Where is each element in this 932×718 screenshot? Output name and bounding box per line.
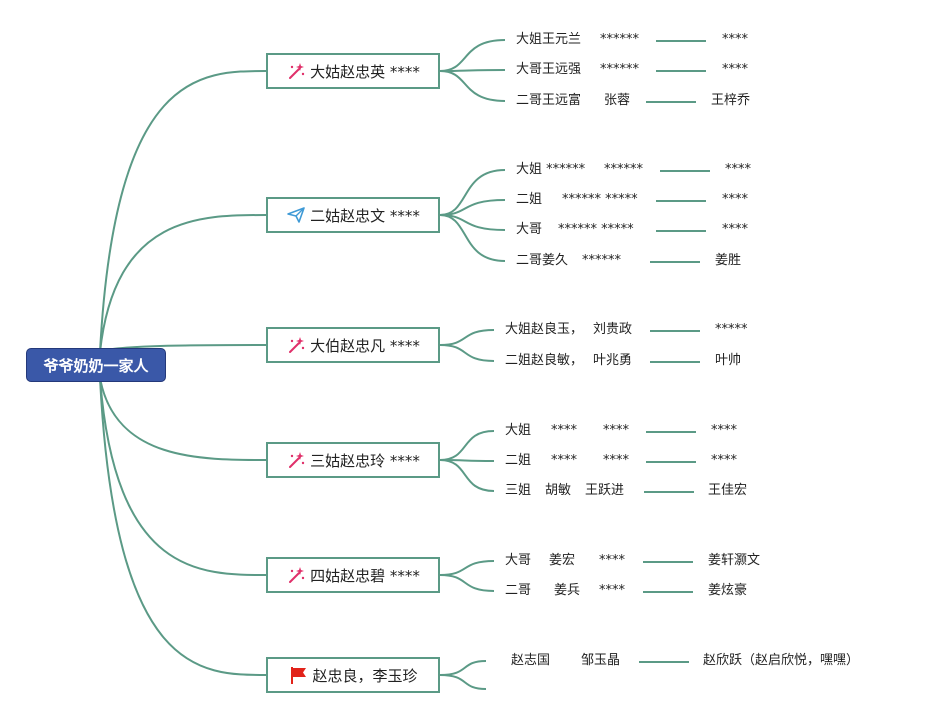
branch-label: 二姑赵忠文 ****	[310, 206, 420, 225]
branch-connector	[439, 344, 495, 362]
branch-connector	[439, 329, 495, 346]
red-flag-icon	[288, 665, 308, 685]
branch-label: 三姑赵忠玲 ****	[310, 451, 420, 470]
branch-connector	[439, 560, 495, 576]
magic-wand-icon	[286, 61, 306, 81]
branch-node-1[interactable]: 大姑赵忠英 ****	[266, 53, 440, 89]
root-connector	[99, 214, 267, 353]
root-connector	[99, 377, 267, 576]
paper-plane-icon	[286, 205, 306, 225]
branch-connector	[439, 459, 495, 492]
branch-node-4[interactable]: 三姑赵忠玲 ****	[266, 442, 440, 478]
branch-connector	[439, 214, 506, 262]
root-connector	[99, 377, 267, 676]
branch-connector	[439, 70, 506, 102]
branch-connector	[439, 574, 495, 592]
magic-wand-icon	[286, 450, 306, 470]
branch-connector	[439, 430, 495, 461]
root-connector	[99, 377, 267, 461]
branch-label: 大姑赵忠英 ****	[310, 62, 420, 81]
root-connector	[99, 70, 267, 353]
branch-node-3[interactable]: 大伯赵忠凡 ****	[266, 327, 440, 363]
branch-connector	[439, 69, 506, 72]
branch-connector	[439, 660, 487, 676]
branch-node-6[interactable]: 赵忠良，李玉珍	[266, 657, 440, 693]
magic-wand-icon	[286, 335, 306, 355]
branch-connector	[439, 169, 506, 216]
branch-connector	[439, 674, 487, 690]
branch-label: 赵忠良，李玉珍	[312, 666, 418, 685]
magic-wand-icon	[286, 565, 306, 585]
branch-node-2[interactable]: 二姑赵忠文 ****	[266, 197, 440, 233]
root-label: 爷爷奶奶一家人	[43, 356, 149, 375]
branch-connector	[439, 39, 506, 72]
root-node[interactable]: 爷爷奶奶一家人	[26, 348, 166, 382]
branch-label: 大伯赵忠凡 ****	[310, 336, 420, 355]
branch-label: 四姑赵忠碧 ****	[310, 566, 420, 585]
branch-node-5[interactable]: 四姑赵忠碧 ****	[266, 557, 440, 593]
